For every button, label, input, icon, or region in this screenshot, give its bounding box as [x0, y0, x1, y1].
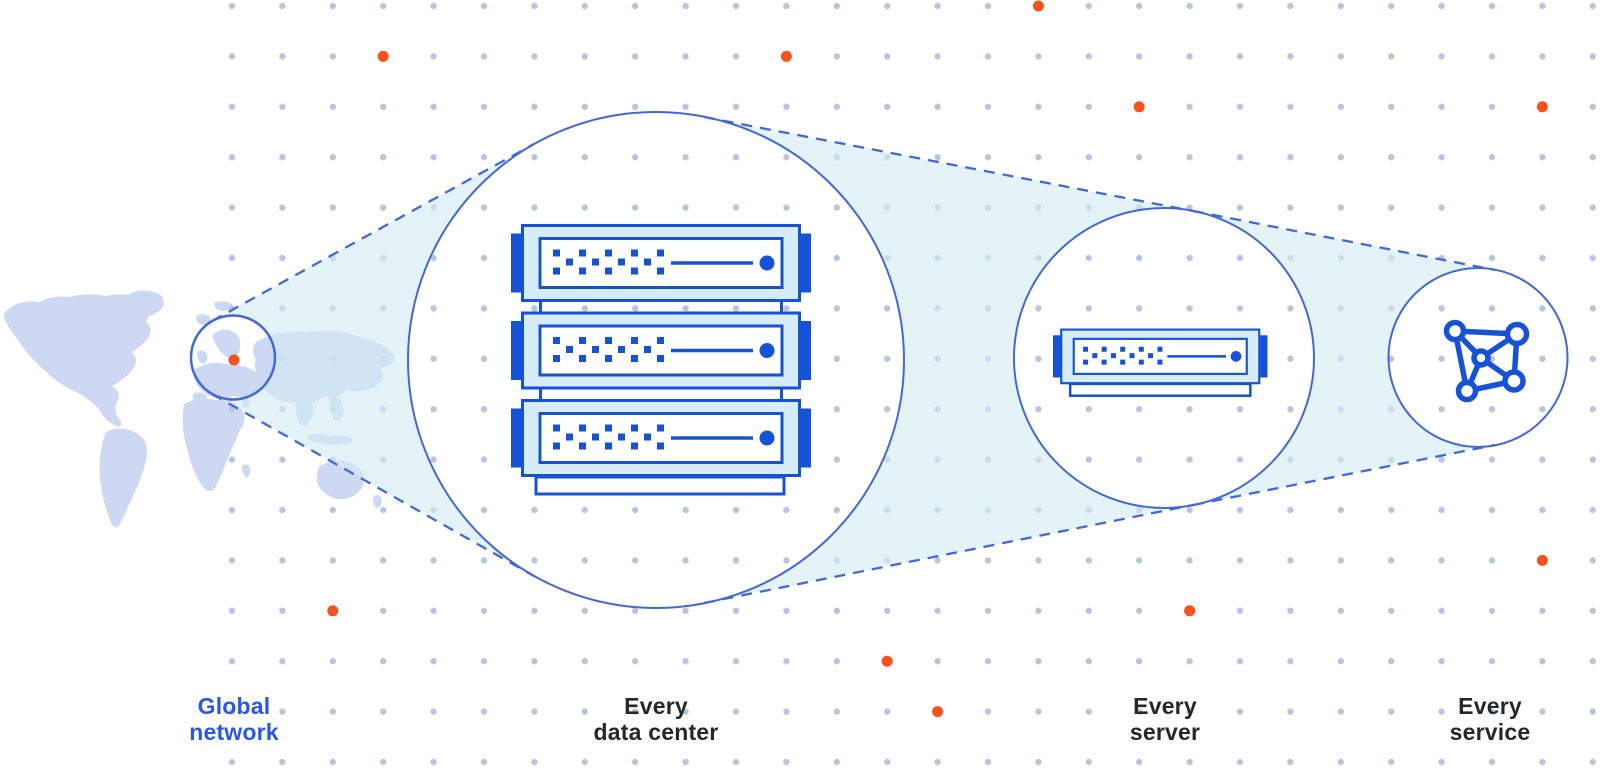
label-line: Every [1458, 693, 1522, 719]
label-line: data center [593, 719, 719, 745]
label-line: Every [1133, 693, 1197, 719]
orange-dot [327, 605, 339, 617]
label-line: server [1129, 719, 1201, 745]
orange-dot [1536, 101, 1548, 113]
service-circle [1387, 267, 1569, 448]
rack-unit-1 [509, 223, 813, 303]
label-line: Global [197, 693, 271, 719]
dashed-zoom-lines [211, 115, 1496, 605]
label-global-network: Global network [189, 693, 279, 745]
label-line: Every [624, 693, 688, 719]
server-unit-icon [1051, 328, 1269, 397]
data-center-circle [407, 111, 905, 609]
orange-dot [1133, 101, 1145, 113]
orange-dot [1184, 605, 1196, 617]
rack-unit-3 [509, 398, 813, 478]
server-rack-stack-icon [509, 223, 813, 496]
orange-accent-dots [327, 0, 1548, 718]
rack-unit-2 [509, 311, 813, 390]
label-every-server: Every server [1130, 693, 1200, 745]
map-location-marker-icon [228, 354, 240, 366]
network-mesh-icon [1443, 319, 1530, 403]
orange-dot [881, 655, 893, 667]
rack-base [534, 475, 786, 496]
map-magnifier-circle [189, 314, 277, 401]
label-every-service: Every service [1450, 693, 1531, 745]
label-every-data-center: Every data center [594, 693, 719, 745]
orange-dot [1536, 554, 1548, 566]
server-base [1068, 382, 1252, 397]
label-line: service [1449, 719, 1531, 745]
orange-dot [780, 50, 792, 62]
server-circle [1013, 207, 1315, 509]
orange-dot [1032, 0, 1044, 12]
orange-dot [932, 706, 944, 718]
label-line: network [189, 719, 279, 745]
orange-dot [377, 50, 389, 62]
